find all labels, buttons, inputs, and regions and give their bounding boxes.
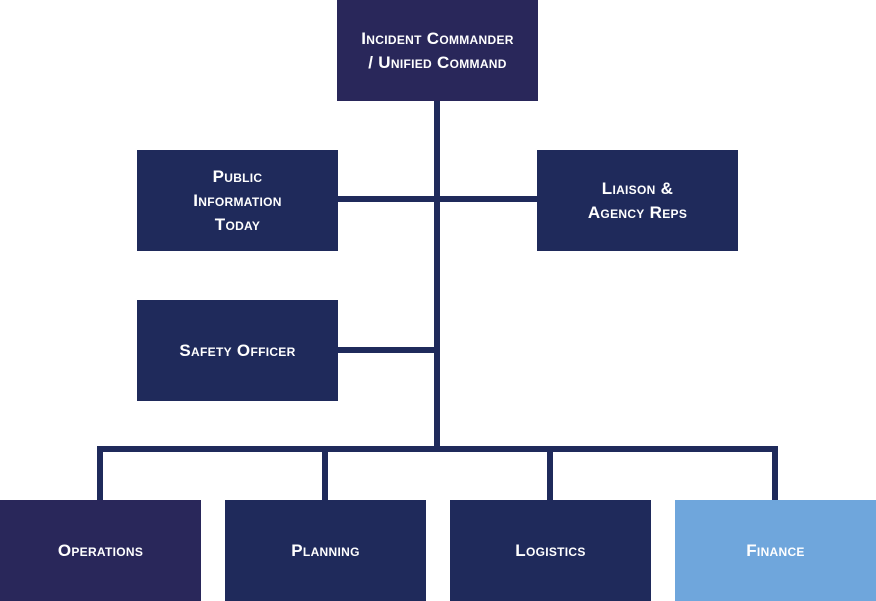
logistics-box: Logistics [450, 500, 651, 601]
planning-label: Planning [291, 540, 360, 560]
public-information-box: Public Information Today [137, 150, 338, 251]
planning-box: Planning [225, 500, 426, 601]
incident-commander-label: Incident Commander / Unified Command [361, 28, 514, 72]
safety-officer-box: Safety Officer [137, 300, 338, 401]
incident-commander-box: Incident Commander / Unified Command [337, 0, 538, 101]
operations-box: Operations [0, 500, 201, 601]
safety-officer-label: Safety Officer [179, 340, 296, 360]
liaison-agency-reps-box: Liaison & Agency Reps [537, 150, 738, 251]
public-information-label: Public Information Today [193, 166, 282, 234]
finance-box: Finance [675, 500, 876, 601]
liaison-agency-reps-label: Liaison & Agency Reps [587, 178, 688, 222]
operations-label: Operations [57, 540, 144, 560]
logistics-label: Logistics [515, 540, 586, 560]
finance-label: Finance [746, 540, 805, 560]
